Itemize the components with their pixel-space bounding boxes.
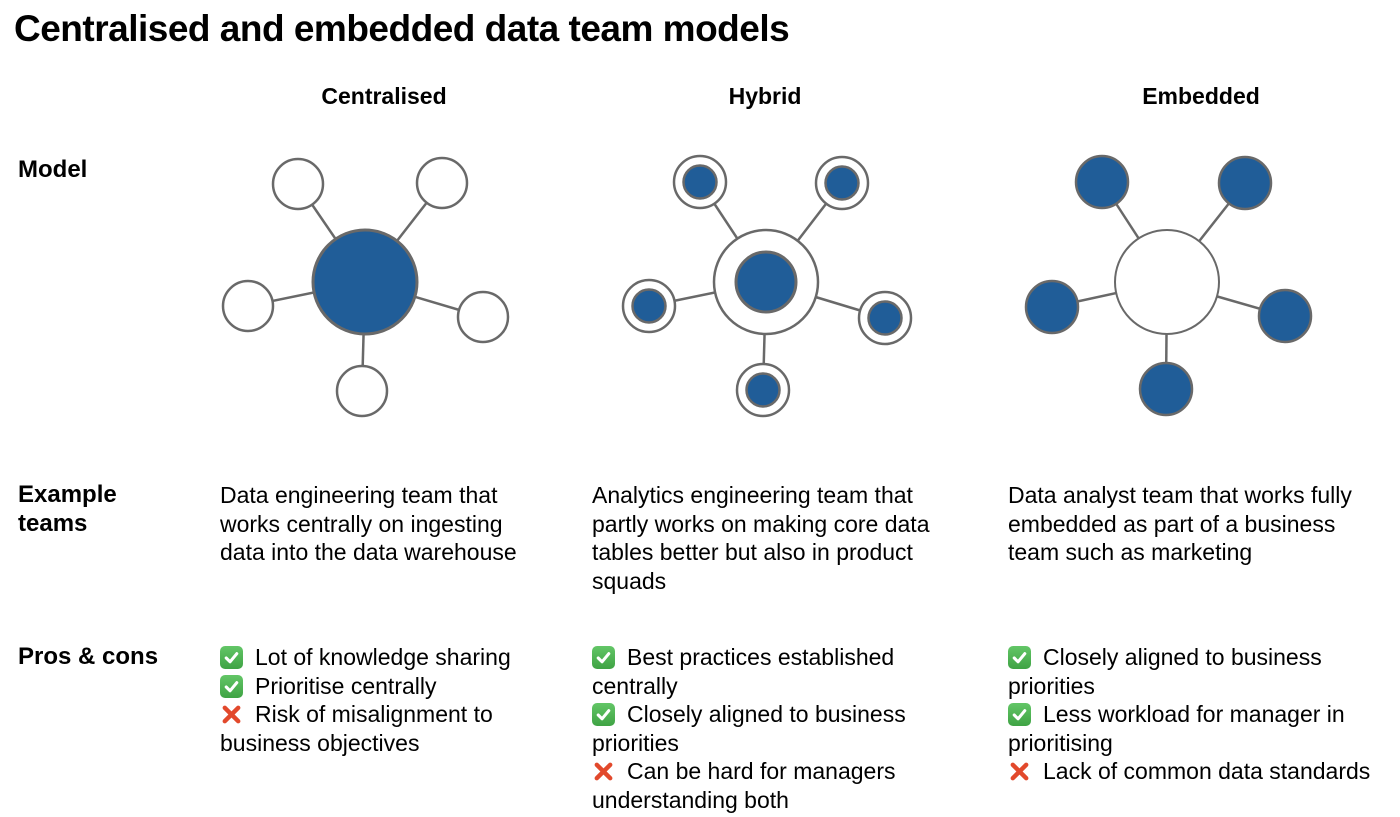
- embedded-diagram: [1024, 154, 1313, 417]
- pros-cons-item: Risk of misalignment to business objecti…: [220, 700, 540, 757]
- example-teams-embedded: Data analyst team that works fully embed…: [1008, 482, 1352, 565]
- pros-cons-item: Prioritise centrally: [220, 672, 540, 701]
- pros-cons-item: Lack of common data standards: [1008, 757, 1393, 786]
- row-label-model: Model: [18, 156, 88, 183]
- pros-cons-list-centralised: Lot of knowledge sharing Prioritise cent…: [220, 643, 540, 757]
- hub-core: [734, 250, 798, 314]
- cross-icon: [592, 760, 615, 783]
- pros-cons-text: Best practices established centrally: [592, 644, 895, 699]
- satellite-core: [867, 300, 903, 336]
- satellite-node: [1074, 154, 1130, 210]
- check-icon: [592, 646, 615, 669]
- page-title: Centralised and embedded data team model…: [14, 8, 790, 49]
- satellite-node: [1257, 288, 1313, 344]
- centralised-diagram: [221, 156, 510, 418]
- pros-cons-item: Can be hard for managers understanding b…: [592, 757, 952, 814]
- pros-cons-text: Lack of common data standards: [1043, 758, 1371, 784]
- satellite-core: [824, 165, 860, 201]
- column-header-hybrid: Hybrid: [728, 83, 802, 109]
- satellite-node: [1138, 361, 1194, 417]
- pros-cons-text: Risk of misalignment to business objecti…: [220, 701, 493, 756]
- check-icon: [1008, 646, 1031, 669]
- cross-icon: [1008, 760, 1031, 783]
- cross-icon: [220, 703, 243, 726]
- row-label-pros-cons: Pros & cons: [18, 643, 159, 670]
- pros-cons-list-embedded: Closely aligned to business priorities L…: [1008, 643, 1393, 786]
- satellite-node: [1024, 279, 1080, 335]
- pros-cons-text: Closely aligned to business priorities: [592, 701, 906, 756]
- satellite-core: [682, 164, 718, 200]
- satellite-node: [415, 156, 469, 210]
- example-teams-hybrid: Analytics engineering team that partly w…: [592, 482, 930, 594]
- column-header-embedded: Embedded: [1142, 83, 1260, 109]
- pros-cons-item: Lot of knowledge sharing: [220, 643, 540, 672]
- satellite-node: [271, 157, 325, 211]
- satellite-node: [1217, 155, 1273, 211]
- pros-cons-item: Best practices established centrally: [592, 643, 952, 700]
- pros-cons-text: Prioritise centrally: [255, 672, 437, 699]
- pros-cons-text: Less workload for manager in prioritisin…: [1008, 701, 1345, 756]
- satellite-node: [456, 290, 510, 344]
- pros-cons-text: Lot of knowledge sharing: [255, 644, 511, 670]
- pros-cons-text: Can be hard for managers understanding b…: [592, 758, 896, 813]
- hybrid-diagram: [621, 154, 913, 418]
- check-icon: [1008, 703, 1031, 726]
- satellite-core: [745, 372, 781, 408]
- pros-cons-item: Closely aligned to business priorities: [1008, 643, 1393, 700]
- row-label-example-teams: Example teams: [18, 481, 117, 537]
- satellite-node: [335, 364, 389, 418]
- check-icon: [220, 646, 243, 669]
- satellite-core: [631, 288, 667, 324]
- satellite-node: [221, 279, 275, 333]
- check-icon: [592, 703, 615, 726]
- hub-node-filled: [311, 228, 419, 336]
- pros-cons-item: Closely aligned to business priorities: [592, 700, 952, 757]
- pros-cons-list-hybrid: Best practices established centrally Clo…: [592, 643, 952, 814]
- check-icon: [220, 674, 243, 698]
- example-teams-centralised: Data engineering team that works central…: [220, 482, 517, 565]
- pros-cons-item: Less workload for manager in prioritisin…: [1008, 700, 1393, 757]
- hub-node-outline: [1114, 229, 1220, 335]
- column-header-centralised: Centralised: [321, 83, 447, 109]
- pros-cons-text: Closely aligned to business priorities: [1008, 644, 1322, 699]
